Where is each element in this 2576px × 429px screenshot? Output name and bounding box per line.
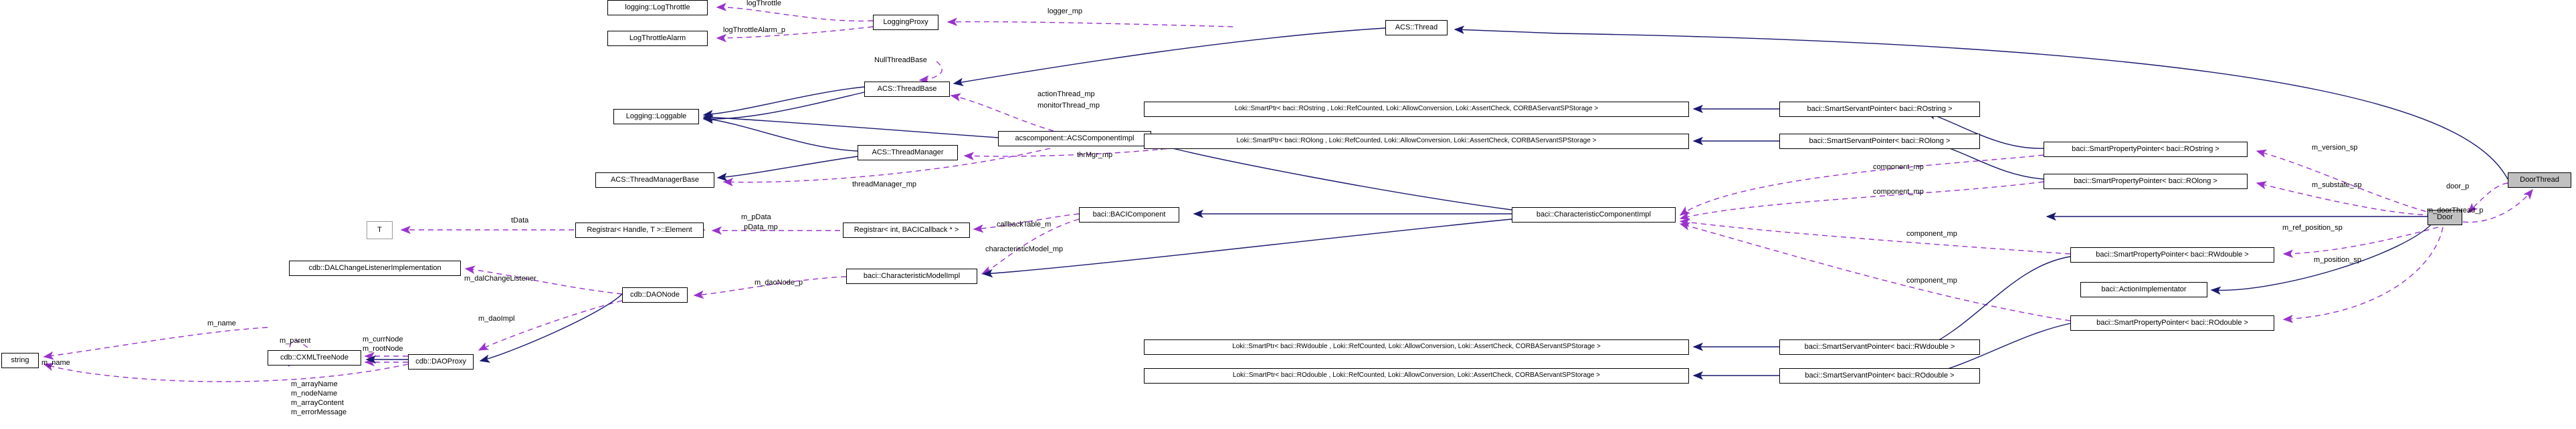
edge-label-lbl_m_dalchange: m_dalChangeListener xyxy=(464,275,536,283)
class-node-string[interactable]: string xyxy=(1,353,39,368)
class-node-registrar_int[interactable]: Registrar< int, BACICallback * > xyxy=(843,223,970,238)
class-node-bacicomponent[interactable]: baci::BACIComponent xyxy=(1079,207,1179,223)
class-node-logthrottlealarm[interactable]: LogThrottleAlarm xyxy=(607,31,708,46)
class-node-cdb_daonode[interactable]: cdb::DAONode xyxy=(622,287,688,303)
edge-label-lbl_m_name_1: m_name xyxy=(207,319,236,327)
class-node-logging_loggable[interactable]: Logging::Loggable xyxy=(613,109,699,124)
class-node-loggingproxy[interactable]: LoggingProxy xyxy=(873,15,938,30)
edge-label-lbl_m_parent: m_parent xyxy=(280,337,311,345)
edge-label-lbl_m_doorthread_p: m_doorThread_p xyxy=(2427,206,2484,214)
class-node-acs_thread[interactable]: ACS::Thread xyxy=(1385,20,1448,35)
edge-logthrottle xyxy=(716,3,874,22)
class-node-acs_threadmanager[interactable]: ACS::ThreadManager xyxy=(858,145,958,160)
edge-label-lbl_component_mp_4: component_mp xyxy=(1906,277,1957,285)
class-node-cdb_daoproxy[interactable]: cdb::DAOProxy xyxy=(408,354,474,370)
edge-label-lbl_m_substate_sp: m_substate_sp xyxy=(2312,181,2362,189)
edge-label-lbl_m_arrayname: m_arrayName xyxy=(291,380,338,388)
edge-label-lbl_pdata_mp: pData_mp xyxy=(744,223,778,231)
class-node-charmodelimpl[interactable]: baci::CharacteristicModelImpl xyxy=(846,269,977,284)
edge-label-lbl_thrmgr_mp: thrMgr_mp xyxy=(1077,151,1113,159)
class-node-loki_rodouble[interactable]: Loki::SmartPtr< baci::ROdouble , Loki::R… xyxy=(1144,368,1689,384)
edge-label-lbl_monitorthread_mp: monitorThread_mp xyxy=(1037,102,1100,110)
class-node-ssp_rwdouble[interactable]: baci::SmartServantPointer< baci::RWdoubl… xyxy=(1779,339,1980,355)
edge-label-lbl_logger_mp: logger_mp xyxy=(1048,7,1082,15)
class-node-charcompimpl[interactable]: baci::CharacteristicComponentImpl xyxy=(1512,207,1676,223)
edge-component-mp-1 xyxy=(1679,154,2044,216)
edge-inh-daonode-daoproxy xyxy=(479,293,623,363)
edge-label-lbl_m_version_sp: m_version_sp xyxy=(2312,144,2358,152)
edge-label-lbl_m_daoimpl: m_daoImpl xyxy=(478,315,515,323)
edge-label-lbl_actionthread_mp: actionThread_mp xyxy=(1037,90,1095,98)
edge-label-lbl_m_nodename: m_nodeName xyxy=(291,390,338,398)
edge-m-daoimpl xyxy=(478,300,623,351)
edge-actionthread-mp xyxy=(950,93,1054,132)
class-node-spp_rostring[interactable]: baci::SmartPropertyPointer< baci::ROstri… xyxy=(2044,142,2248,157)
edge-label-lbl_logthrottle: logThrottle xyxy=(747,0,781,7)
class-node-dalchange[interactable]: cdb::DALChangeListenerImplementation xyxy=(289,261,461,276)
edge-m-name-1 xyxy=(43,327,268,360)
edge-label-lbl_m_rootnode: m_rootNode xyxy=(363,345,403,353)
class-node-spp_rolong[interactable]: baci::SmartPropertyPointer< baci::ROlong… xyxy=(2044,174,2248,189)
edge-logger-mp xyxy=(947,17,1233,27)
edge-m-position-sp xyxy=(2282,227,2444,323)
edge-label-lbl_m_errormessage: m_errorMessage xyxy=(291,408,347,416)
class-node-acs_threadbase[interactable]: ACS::ThreadBase xyxy=(864,82,950,97)
class-node-loki_rostring[interactable]: Loki::SmartPtr< baci::ROstring , Loki::R… xyxy=(1144,102,1689,117)
edge-inh-tmgr-loggable xyxy=(702,115,858,152)
edge-component-mp-2 xyxy=(1679,181,2044,221)
edge-label-lbl_m_currnode: m_currNode xyxy=(363,335,403,343)
edge-inh-spp-ssp-rwdouble xyxy=(1925,256,2071,347)
edge-inh-threadbase-tmbase xyxy=(702,92,865,124)
class-node-registrar_elem[interactable]: Registrar< Handle, T >::Element xyxy=(575,223,704,238)
edge-label-lbl_door_p: door_p xyxy=(2446,182,2470,190)
class-node-loki_rolong[interactable]: Loki::SmartPtr< baci::ROlong , Loki::Ref… xyxy=(1144,134,1689,149)
edge-label-lbl_charmodel_mp: characteristicModel_mp xyxy=(985,245,1064,253)
class-node-acs_tmbase[interactable]: ACS::ThreadManagerBase xyxy=(595,172,714,188)
edge-label-lbl_m_ref_position_sp: m_ref_position_sp xyxy=(2282,224,2343,232)
class-node-spp_rodouble[interactable]: baci::SmartPropertyPointer< baci::ROdoub… xyxy=(2070,315,2274,331)
class-node-acscompimpl[interactable]: acscomponent::ACSComponentImpl xyxy=(998,131,1151,146)
class-node-ssp_rolong[interactable]: baci::SmartServantPointer< baci::ROlong … xyxy=(1779,134,1980,149)
edge-inh-thread-threadbase xyxy=(953,27,1386,86)
edge-label-lbl_tdata: tData xyxy=(511,217,529,225)
class-node-spp_rwdouble[interactable]: baci::SmartPropertyPointer< baci::RWdoub… xyxy=(2070,247,2274,263)
edge-inh-acscompimpl-loggable xyxy=(702,113,999,138)
edge-label-lbl_m_daonode_p: m_daoNode_p xyxy=(755,279,803,287)
class-node-actionimpl[interactable]: baci::ActionImplementator xyxy=(2080,282,2207,297)
edge-label-lbl_m_arraycontent: m_arrayContent xyxy=(291,399,344,407)
class-node-cdb_cxmltree[interactable]: cdb::CXMLTreeNode xyxy=(268,350,361,366)
edge-m-name-2 xyxy=(43,363,409,382)
edge-inh-tmgr-tmbase xyxy=(716,156,858,182)
class-node-tpl_t[interactable]: T xyxy=(367,221,393,239)
edge-label-lbl_m_pdata: m_pData xyxy=(741,213,771,221)
edge-label-lbl_component_mp_3: component_mp xyxy=(1906,230,1957,238)
edge-component-mp-3 xyxy=(1679,218,2071,255)
edge-label-lbl_component_mp_1: component_mp xyxy=(1873,163,1924,171)
edge-label-lbl_m_position_sp: m_position_sp xyxy=(2314,256,2361,264)
edge-inh-threadbase-loggable xyxy=(702,86,865,119)
class-node-loki_rwdouble[interactable]: Loki::SmartPtr< baci::RWdouble , Loki::R… xyxy=(1144,339,1689,355)
edge-label-lbl_threadmanager_mp: threadManager_mp xyxy=(852,180,917,188)
edge-label-lbl_logthrottlealarm_p: logThrottleAlarm_p xyxy=(723,26,785,34)
class-node-door[interactable]: Door xyxy=(2428,210,2462,225)
class-node-ssp_rodouble[interactable]: baci::SmartServantPointer< baci::ROdoubl… xyxy=(1779,368,1980,384)
edge-label-lbl_nullthreadbase: NullThreadBase xyxy=(874,56,927,64)
edge-label-lbl_m_name_2: m_name xyxy=(41,359,70,367)
class-node-doorthread[interactable]: DoorThread xyxy=(2508,172,2571,188)
edge-component-mp-4 xyxy=(1679,222,2071,321)
class-node-ssp_rostring[interactable]: baci::SmartServantPointer< baci::ROstrin… xyxy=(1779,102,1980,117)
edge-label-lbl_component_mp_2: component_mp xyxy=(1873,188,1924,196)
edge-label-lbl_callbacktable_m: callbackTable_m xyxy=(997,221,1052,229)
edge-inh-charcomp-acscompimpl xyxy=(1153,142,1512,210)
class-node-log_logthrottle[interactable]: logging::LogThrottle xyxy=(607,0,708,15)
